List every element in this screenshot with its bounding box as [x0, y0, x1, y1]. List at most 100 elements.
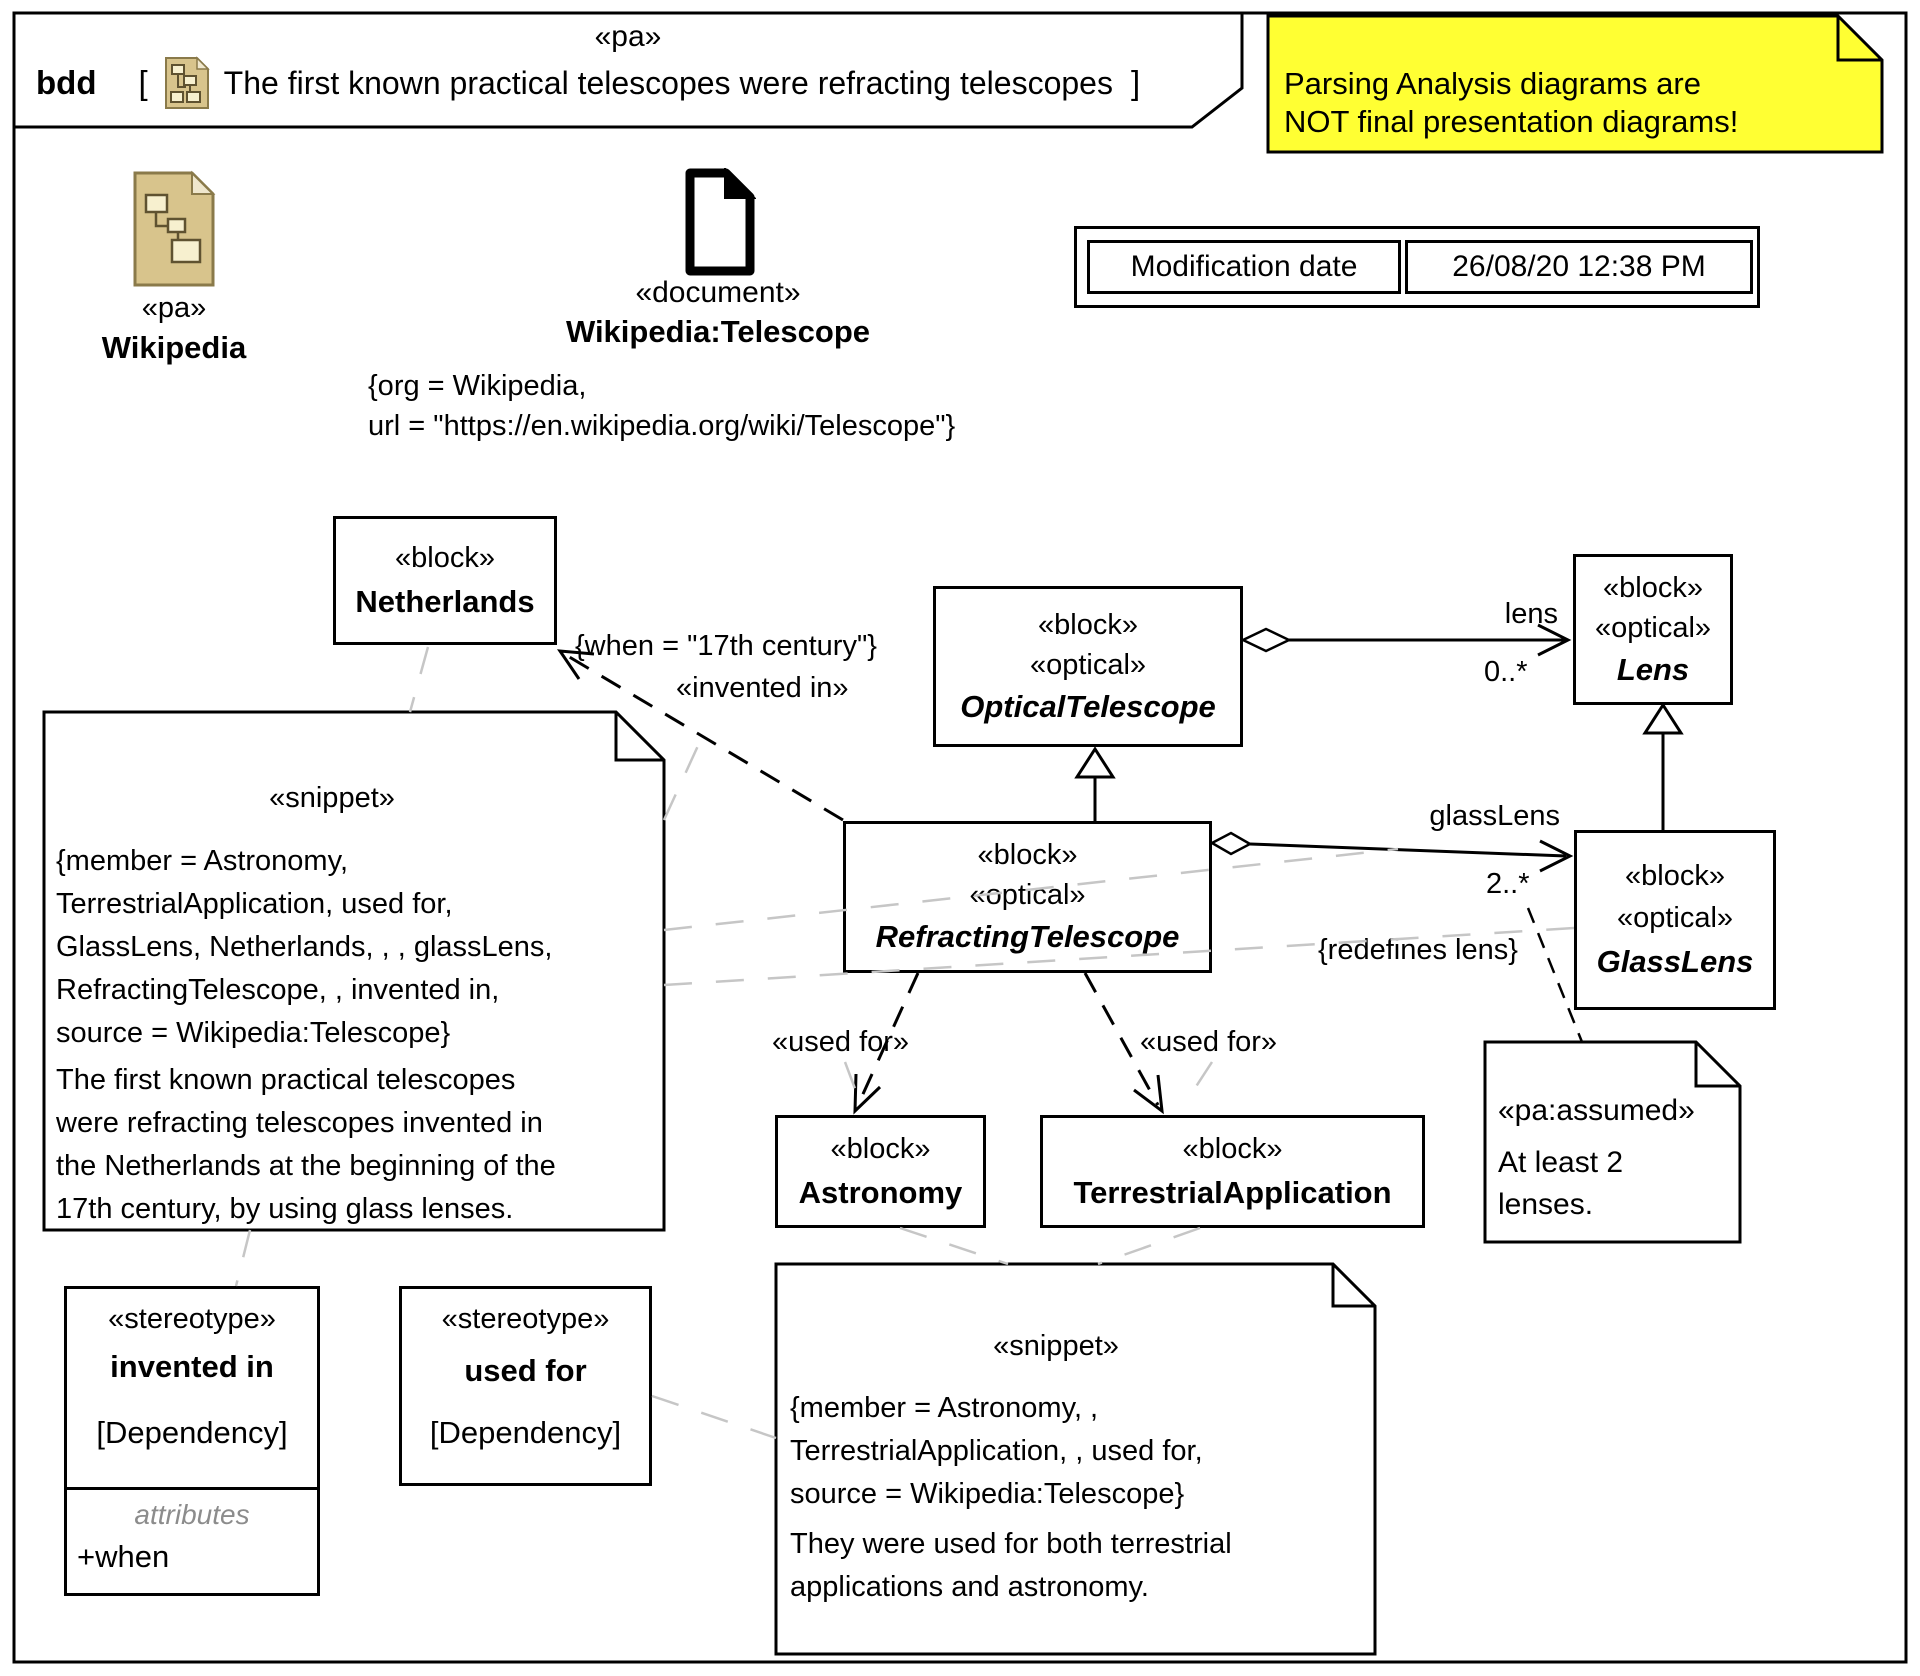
block-stereotype: «optical» [969, 879, 1086, 911]
assumed-note-body: At least 2 [1498, 1146, 1624, 1179]
snippet-left-stereotype: «snippet» [269, 782, 395, 814]
lens-role-label[interactable]: lens [1504, 598, 1558, 630]
block-stereotype: «block» [830, 1132, 931, 1165]
stereotype-metaclass: [Dependency] [429, 1415, 622, 1450]
stereotype-keyword: «stereotype» [108, 1303, 276, 1335]
stereotype-box-used-for[interactable]: «stereotype» used for [Dependency] [399, 1286, 652, 1486]
block-stereotype: «optical» [1029, 648, 1147, 681]
block-stereotype: «block» [1182, 1132, 1283, 1165]
stereotype-name: used for [464, 1353, 587, 1388]
block-stereotype: «block» [395, 541, 495, 574]
snippet-left-prop: source = Wikipedia:Telescope} [56, 1017, 451, 1049]
block-stereotype: «optical» [1594, 611, 1712, 644]
anchor-terrestrial-snippet [1097, 1226, 1201, 1266]
frame-bracket-open: [ [138, 64, 148, 101]
snippet-left-prop: GlassLens, Netherlands, , , glassLens, [56, 931, 553, 963]
block-stereotype: «optical» [1616, 902, 1734, 934]
glasslens-association [1209, 831, 1574, 873]
stereotype-attribute: +when [77, 1539, 170, 1574]
anchor-netherlands-snippet [408, 646, 430, 713]
glasslens-multiplicity[interactable]: 2..* [1486, 868, 1530, 900]
aggregation-diamond-icon [1209, 831, 1253, 856]
diagram-icon [164, 56, 210, 110]
snippet-left-prop: {member = Astronomy, [56, 845, 348, 877]
generalization-triangle-icon [1074, 746, 1116, 779]
used-for-label-right[interactable]: «used for» [1140, 1026, 1278, 1058]
block-stereotype: «block» [1603, 571, 1703, 604]
glasslens-role-label[interactable]: glassLens [1429, 800, 1560, 832]
snippet-bottom-body: applications and astronomy. [790, 1571, 1149, 1603]
wikipedia-package-icon[interactable] [132, 170, 216, 293]
block-stereotype: «block» [1625, 860, 1725, 892]
anchor-snippet-invented-in [662, 736, 704, 821]
snippet-left-body: The first known practical telescopes [56, 1064, 516, 1096]
snippet-left-body: were refracting telescopes invented in [56, 1107, 543, 1139]
block-name: RefractingTelescope [875, 919, 1180, 954]
block-lens[interactable]: «block» «optical» Lens [1573, 554, 1733, 705]
block-optical-telescope[interactable]: «block» «optical» OpticalTelescope [933, 586, 1243, 747]
open-arrowhead-icon [853, 1073, 882, 1115]
block-terrestrial-application[interactable]: «block» TerrestrialApplication [1040, 1115, 1425, 1228]
package-stereotype: «pa» [141, 292, 207, 324]
snippet-bottom-prop: TerrestrialApplication, , used for, [790, 1435, 1203, 1467]
open-arrowhead-icon [1539, 839, 1574, 873]
modification-date-label: Modification date [1087, 240, 1401, 294]
block-name: Lens [1616, 651, 1690, 687]
block-stereotype: «block» [1038, 608, 1138, 641]
block-stereotype: «block» [977, 839, 1078, 871]
attributes-compartment-label: attributes [134, 1499, 250, 1530]
package-name[interactable]: Wikipedia [101, 330, 247, 365]
snippet-bottom-prop: source = Wikipedia:Telescope} [790, 1478, 1185, 1510]
snippet-left-prop: RefractingTelescope, , invented in, [56, 974, 500, 1006]
document-prop-org: {org = Wikipedia, [368, 370, 587, 402]
snippet-bottom-prop: {member = Astronomy, , [790, 1392, 1099, 1424]
block-name: GlassLens [1596, 944, 1754, 979]
frame-stereotype: «pa» [594, 20, 662, 53]
stereotype-box-invented-in[interactable]: «stereotype» invented in [Dependency] at… [64, 1286, 320, 1596]
stereotype-keyword: «stereotype» [441, 1303, 610, 1335]
stereotype-name: invented in [110, 1349, 274, 1384]
snippet-bottom-stereotype: «snippet» [993, 1330, 1119, 1362]
frame-bracket-close: ] [1130, 64, 1141, 101]
aggregation-diamond-icon [1240, 627, 1292, 653]
generalization-refracting-optical [1074, 746, 1116, 821]
warning-note-line1: Parsing Analysis diagrams are [1284, 66, 1701, 101]
warning-note-line2: NOT final presentation diagrams! [1284, 104, 1739, 139]
frame-title-row: bdd [ The first known practical telescop… [36, 56, 1140, 110]
block-astronomy[interactable]: «block» Astronomy [775, 1115, 986, 1228]
glasslens-constraint[interactable]: {redefines lens} [1318, 934, 1518, 966]
snippet-bottom-body: They were used for both terrestrial [790, 1528, 1232, 1560]
assumed-note-body: lenses. [1498, 1188, 1594, 1221]
anchor-usedfor-right [1184, 1061, 1214, 1103]
open-arrowhead-icon [1133, 1074, 1164, 1115]
document-icon[interactable] [682, 166, 757, 281]
modification-date-value: 26/08/20 12:38 PM [1405, 240, 1753, 294]
anchor-usedfor-box-snippet [651, 1394, 777, 1440]
stereotype-metaclass: [Dependency] [96, 1415, 288, 1450]
document-name[interactable]: Wikipedia:Telescope [565, 314, 871, 349]
snippet-left-body: the Netherlands at the beginning of the [56, 1150, 556, 1182]
generalization-triangle-icon [1642, 702, 1684, 735]
assumed-note-stereotype: «pa:assumed» [1498, 1094, 1695, 1127]
anchor-astronomy-snippet [899, 1226, 1009, 1266]
document-prop-url: url = "https://en.wikipedia.org/wiki/Tel… [368, 410, 956, 442]
block-netherlands[interactable]: «block» Netherlands [333, 516, 557, 645]
modification-date-table[interactable]: Modification date 26/08/20 12:38 PM [1074, 226, 1760, 308]
block-name: OpticalTelescope [960, 688, 1216, 724]
block-name: TerrestrialApplication [1073, 1174, 1392, 1210]
snippet-left-prop: TerrestrialApplication, used for, [56, 888, 453, 920]
block-name: Astronomy [798, 1174, 963, 1210]
invented-in-label[interactable]: «invented in» [676, 672, 849, 704]
anchor-inventedin-box-snippet [234, 1229, 252, 1287]
used-for-label-left[interactable]: «used for» [772, 1026, 910, 1058]
block-glass-lens[interactable]: «block» «optical» GlassLens [1574, 830, 1776, 1010]
generalization-glasslens-lens [1642, 702, 1684, 830]
block-name: Netherlands [355, 583, 535, 619]
frame-title: The first known practical telescopes wer… [223, 64, 1113, 101]
lens-multiplicity[interactable]: 0..* [1484, 656, 1528, 688]
block-refracting-telescope[interactable]: «block» «optical» RefractingTelescope [843, 821, 1212, 973]
compartment-divider [67, 1487, 317, 1490]
anchor-usedfor-left [843, 1061, 862, 1103]
invented-in-constraint[interactable]: {when = "17th century"} [575, 630, 877, 662]
